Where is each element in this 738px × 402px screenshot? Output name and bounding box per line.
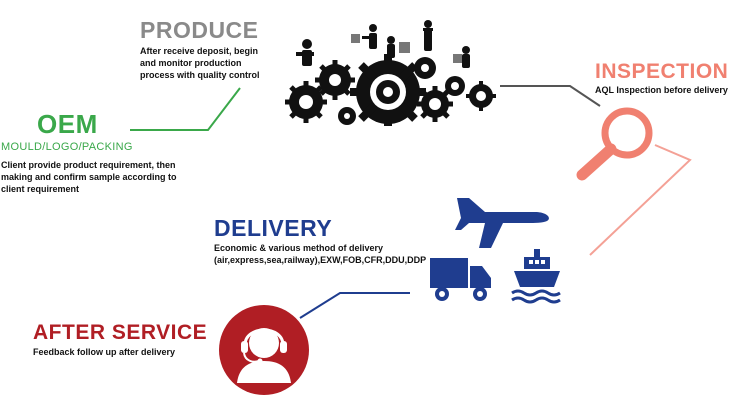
produce-description: After receive deposit, begin and monitor…	[140, 46, 260, 80]
after-service-title: AFTER SERVICE	[33, 321, 208, 344]
truck-icon	[430, 258, 492, 304]
produce-title: PRODUCE	[140, 17, 259, 43]
oem-description: Client provide product requirement, then…	[1, 160, 177, 194]
oem-title: OEM	[37, 109, 98, 139]
ship-icon	[510, 249, 564, 305]
magnifier-icon	[573, 103, 663, 181]
after-service-description: Feedback follow up after delivery	[33, 347, 176, 357]
inspection-description: AQL Inspection before delivery	[595, 85, 728, 95]
oem-connector	[130, 87, 241, 131]
gears-with-workers-icon	[283, 14, 498, 130]
inspection-connector	[500, 85, 601, 107]
inspection-title: INSPECTION	[595, 60, 729, 83]
oem-subtitle: MOULD/LOGO/PACKING	[1, 141, 133, 153]
inspection-delivery-connector	[589, 144, 692, 256]
delivery-connector	[299, 292, 410, 319]
delivery-title: DELIVERY	[214, 215, 333, 241]
airplane-icon	[455, 192, 553, 250]
headset-agent-icon	[217, 303, 311, 397]
delivery-description: Economic & various method of delivery (a…	[214, 243, 427, 265]
